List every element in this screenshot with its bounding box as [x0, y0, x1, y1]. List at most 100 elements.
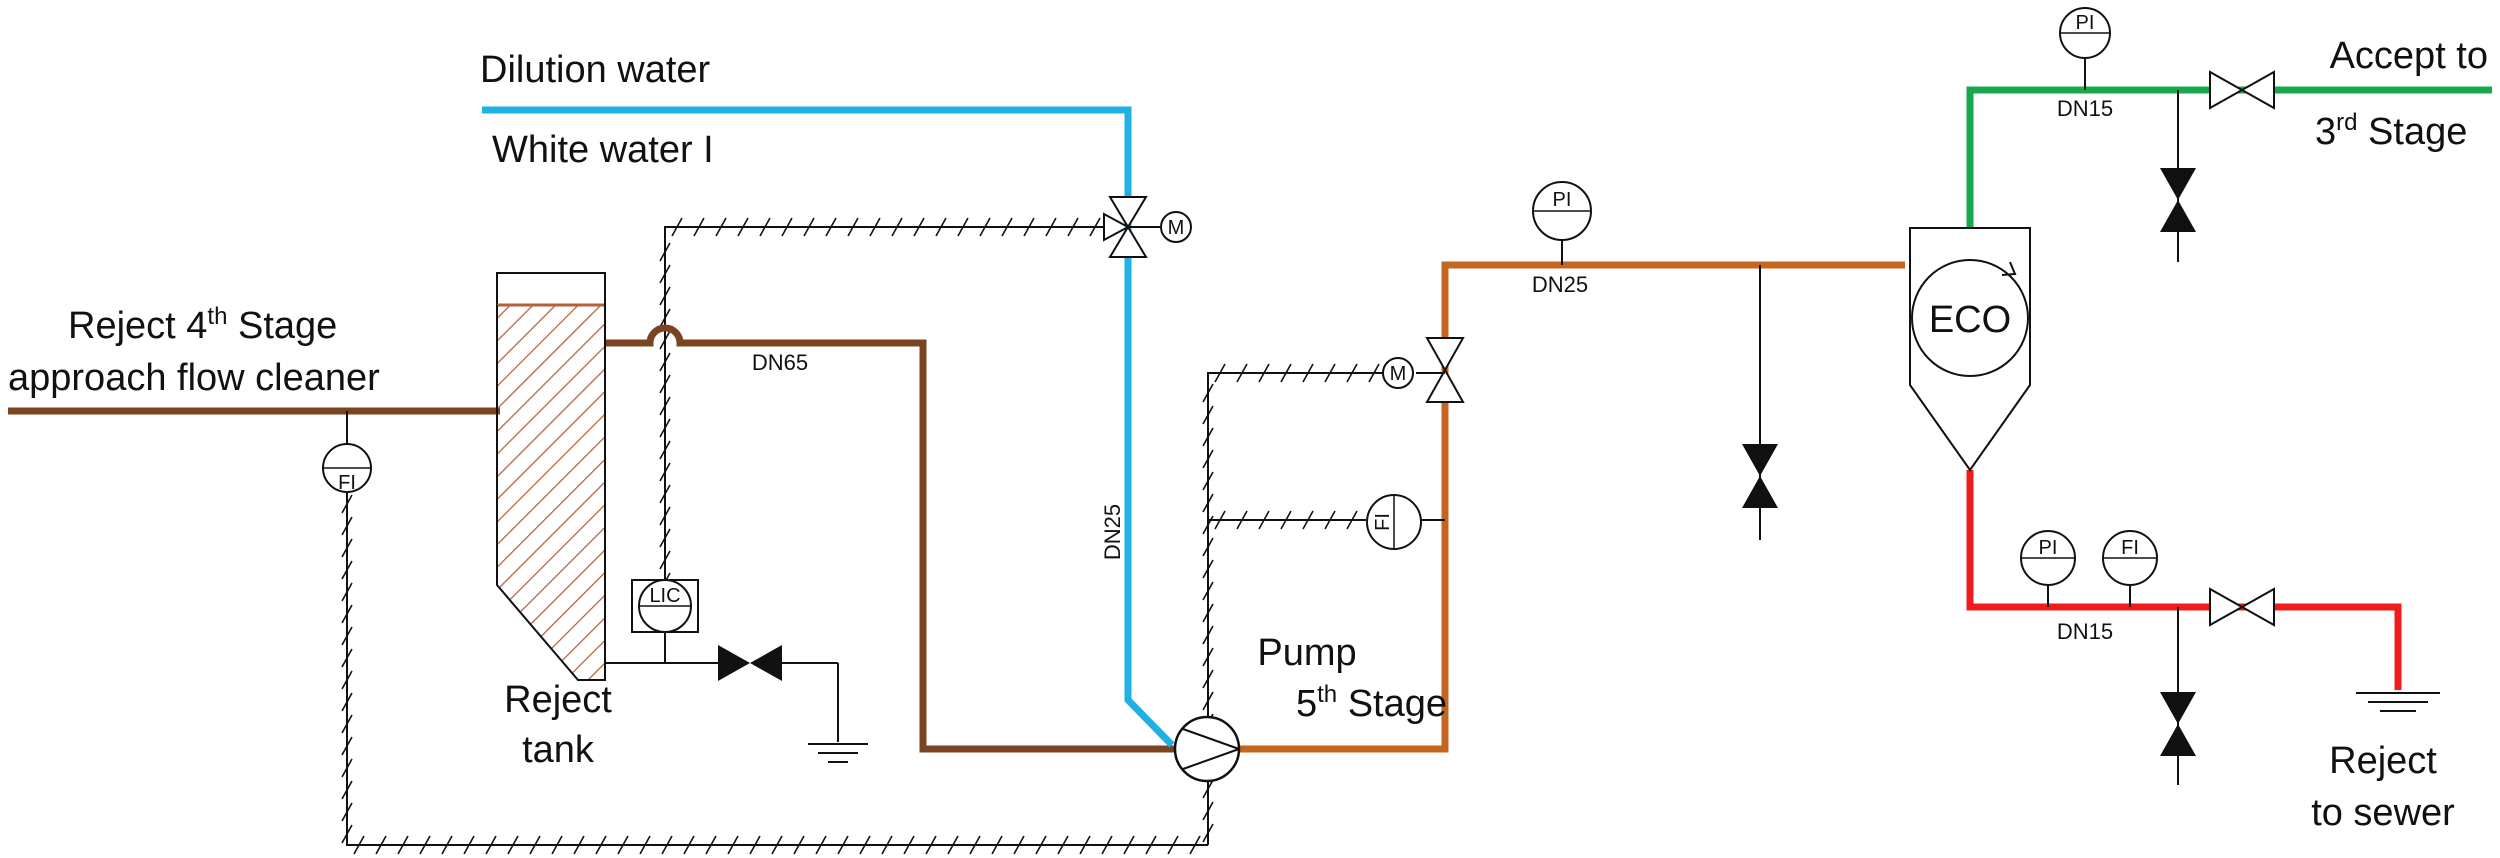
- signal-tick: [659, 374, 671, 394]
- signal-tick: [1167, 835, 1179, 855]
- signal-tick: [1202, 449, 1214, 469]
- signal-tick: [463, 835, 475, 855]
- signal-tick: [341, 670, 353, 690]
- signal-tick: [659, 528, 671, 548]
- signal-line-reject-flow: [346, 490, 1208, 846]
- pump-motor-label: M: [1390, 363, 1407, 385]
- pump-label-1: Pump: [1257, 632, 1356, 674]
- signal-tick: [341, 780, 353, 800]
- signal-tick: [1202, 801, 1214, 821]
- reject-sewer-pipe: [1966, 470, 2402, 690]
- signal-tick: [1202, 647, 1214, 667]
- pump-motor-valve[interactable]: M: [1382, 337, 1465, 403]
- signal-tick: [1214, 363, 1226, 383]
- signal-tick: [935, 217, 947, 237]
- eco-cleaner: ECO: [1909, 227, 2031, 472]
- dilution-motor-valve[interactable]: M: [1103, 196, 1192, 258]
- signal-tick: [397, 835, 409, 855]
- white-water-label: White water I: [492, 129, 714, 171]
- signal-tick: [341, 714, 353, 734]
- signal-tick: [1202, 471, 1214, 491]
- signal-tick: [595, 835, 607, 855]
- signal-tick: [341, 560, 353, 580]
- signal-tick: [1324, 510, 1336, 530]
- signal-tick: [1079, 835, 1091, 855]
- signal-tick: [759, 217, 771, 237]
- pump-discharge-pipe: [1240, 261, 1905, 753]
- signal-tick: [1089, 217, 1101, 237]
- signal-tick: [551, 835, 563, 855]
- accept-label-2: 3rd Stage: [2315, 109, 2467, 153]
- signal-tick: [1101, 835, 1113, 855]
- signal-tick: [1202, 383, 1214, 403]
- signal-tick: [1346, 363, 1358, 383]
- dn65-label: DN65: [752, 350, 808, 375]
- accept-pipe: [1966, 86, 2492, 228]
- signal-tick: [1045, 217, 1057, 237]
- signal-tick: [659, 330, 671, 350]
- signal-tick: [341, 802, 353, 822]
- reject-sewer-drain-valve[interactable]: [2160, 607, 2196, 785]
- signal-tick: [1258, 363, 1270, 383]
- signal-tick: [1302, 510, 1314, 530]
- pi-reject-label: PI: [2039, 537, 2058, 559]
- signal-tick: [659, 308, 671, 328]
- signal-tick: [341, 516, 353, 536]
- signal-tick: [1013, 835, 1025, 855]
- reject-sewer-label-1: Reject: [2329, 740, 2437, 782]
- signal-tick: [659, 440, 671, 460]
- signal-tick: [1202, 625, 1214, 645]
- signal-tick: [1189, 835, 1201, 855]
- signal-tick: [1214, 510, 1226, 530]
- accept-drain-valve[interactable]: [2160, 90, 2196, 262]
- signal-line-pump-control: [1207, 372, 1385, 845]
- tank-drain-ground-icon: [808, 743, 868, 763]
- signal-tick: [1202, 581, 1214, 601]
- signal-tick: [573, 835, 585, 855]
- fi-pump-label: FI: [1372, 513, 1394, 531]
- dn25-vertical-label: DN25: [1100, 504, 1125, 560]
- signal-tick: [737, 217, 749, 237]
- lic-instrument: LIC: [605, 579, 699, 664]
- signal-tick: [847, 217, 859, 237]
- signal-tick: [825, 217, 837, 237]
- signal-tick: [1202, 823, 1214, 843]
- signal-tick: [1202, 493, 1214, 513]
- signal-tick: [341, 736, 353, 756]
- pi-reject-sewer: PI: [2020, 530, 2076, 607]
- signal-tick: [341, 648, 353, 668]
- signal-tick: [341, 626, 353, 646]
- pump-5th-stage[interactable]: [1173, 715, 1241, 783]
- signal-tick: [891, 217, 903, 237]
- signal-tick: [341, 692, 353, 712]
- pump-motor-icon: [1382, 357, 1414, 389]
- pump-line-drain-valve[interactable]: [1742, 265, 1778, 540]
- pi-pump-label: PI: [1553, 189, 1572, 211]
- eco-label: ECO: [1929, 299, 2011, 341]
- reject-tank-label-1: Reject: [504, 679, 612, 721]
- signal-tick: [859, 835, 871, 855]
- signal-tick: [1202, 515, 1214, 535]
- reject-4th-stage-label: Reject 4th Stage: [68, 303, 337, 347]
- dilution-motor-icon: [1160, 211, 1192, 243]
- tank-drain-valve[interactable]: [665, 645, 839, 742]
- signal-tick: [925, 835, 937, 855]
- signal-tick: [1258, 510, 1270, 530]
- signal-tick: [903, 835, 915, 855]
- signal-tick: [529, 835, 541, 855]
- fi-reject-inlet-label: FI: [338, 472, 356, 494]
- signal-tick: [693, 217, 705, 237]
- signal-tick: [869, 217, 881, 237]
- signal-tick: [661, 835, 673, 855]
- signal-tick: [341, 604, 353, 624]
- accept-shutoff-valve[interactable]: [2209, 70, 2275, 110]
- pi-accept: PI: [2059, 7, 2111, 90]
- reject-sewer-shutoff-valve[interactable]: [2209, 587, 2275, 627]
- signal-tick: [1001, 217, 1013, 237]
- signal-tick: [1067, 217, 1079, 237]
- signal-tick: [659, 352, 671, 372]
- signal-tick: [1035, 835, 1047, 855]
- rotation-arrow-icon: [2001, 261, 2017, 276]
- signal-tick: [659, 462, 671, 482]
